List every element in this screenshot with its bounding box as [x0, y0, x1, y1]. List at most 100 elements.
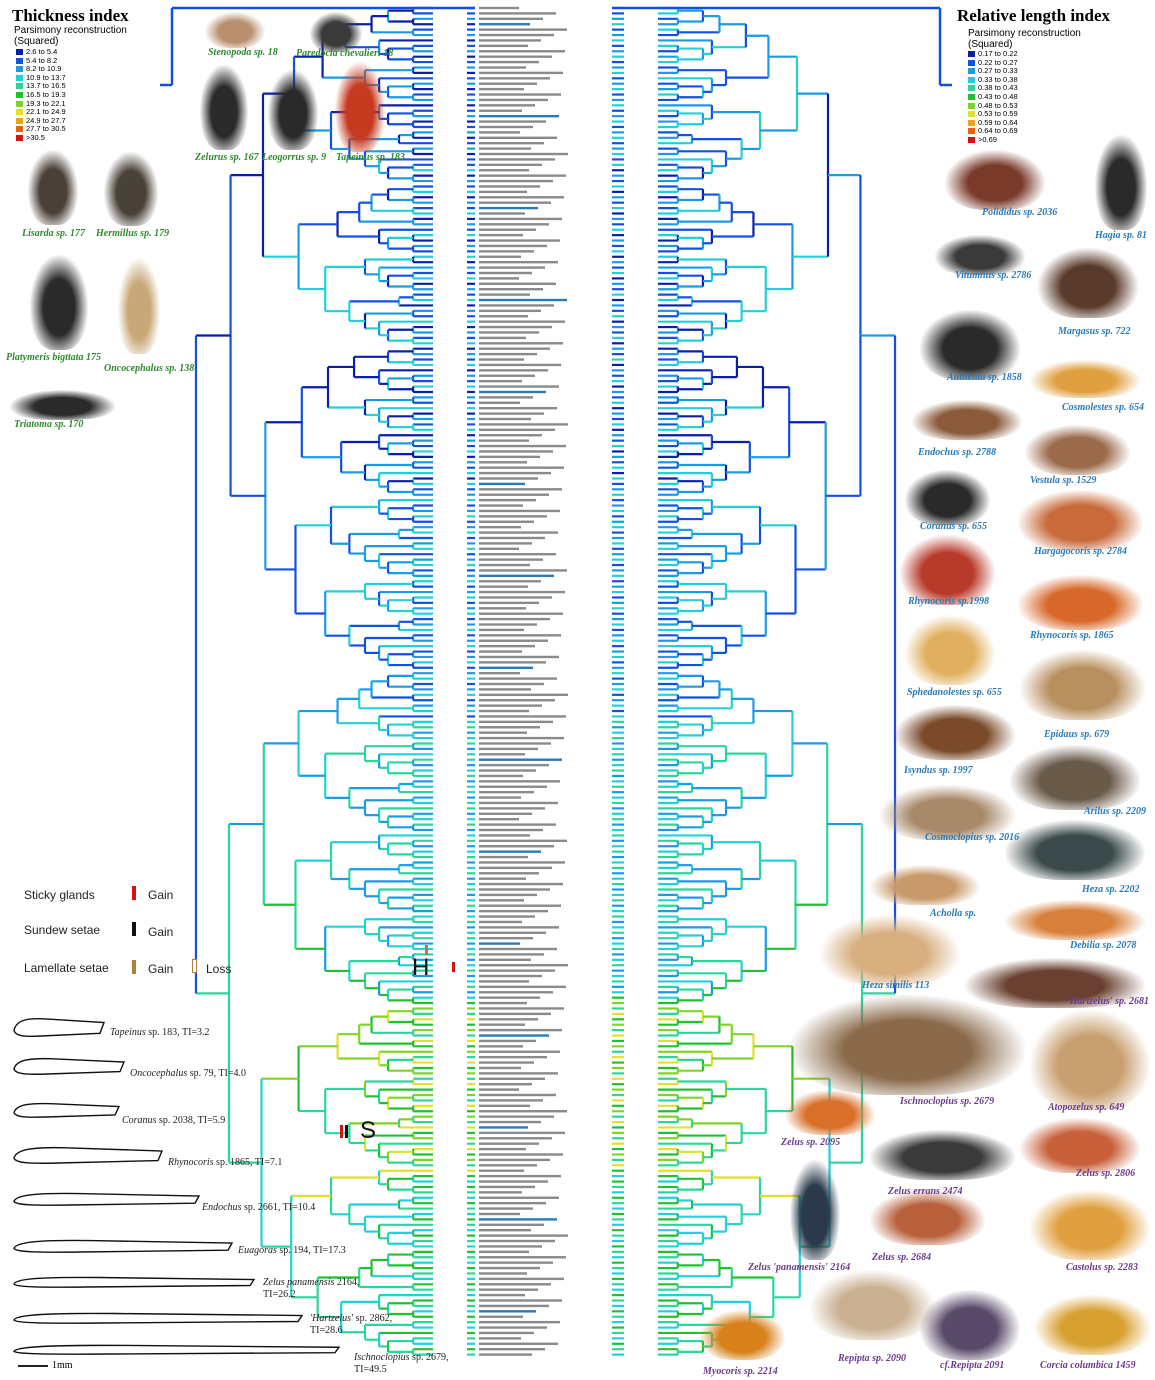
- tip-label-placeholder: [479, 585, 528, 587]
- lamellate-loss-label: Loss: [206, 962, 231, 976]
- tip-label-placeholder: [479, 645, 535, 647]
- tip-label-placeholder: [479, 953, 544, 955]
- specimen-photo: [200, 65, 248, 150]
- tip-label-placeholder: [479, 1024, 525, 1026]
- tip-label-placeholder: [479, 461, 527, 463]
- specimen-label: Myocoris sp. 2214: [703, 1366, 778, 1377]
- tip-label-placeholder: [479, 1056, 547, 1058]
- tip-label-placeholder: [479, 239, 560, 241]
- specimen-label: Isyndus sp. 1997: [904, 765, 973, 776]
- tip-label-placeholder: [479, 174, 566, 176]
- wing-caption-detail: sp. 2862,: [353, 1313, 392, 1324]
- tip-label-placeholder: [479, 980, 529, 982]
- specimen-label: Triatoma sp. 170: [14, 419, 83, 430]
- tip-label-placeholder: [479, 348, 550, 350]
- tip-label-placeholder: [479, 331, 539, 333]
- scale-bar-label: 1mm: [52, 1360, 73, 1371]
- tip-label-placeholder: [479, 986, 566, 988]
- tip-label-placeholder: [479, 1332, 534, 1334]
- tip-label-placeholder: [479, 558, 543, 560]
- specimen-photo: [1030, 360, 1140, 398]
- tip-label-placeholder: [479, 899, 524, 901]
- specimen-photo: [820, 915, 960, 985]
- sticky-gain-mark: [132, 886, 136, 900]
- tip-label-placeholder: [479, 1132, 565, 1134]
- tip-label-placeholder: [479, 1121, 541, 1123]
- tip-label-placeholder: [479, 494, 549, 496]
- specimen-label: cf.Repipta 2091: [940, 1360, 1004, 1371]
- wing-outline: [14, 1277, 254, 1287]
- tip-label-placeholder: [479, 564, 530, 566]
- sticky-glands-label: Sticky glands: [24, 888, 95, 902]
- tip-label-placeholder: [479, 277, 519, 279]
- tip-label-placeholder: [479, 223, 549, 225]
- tip-label-placeholder: [479, 791, 534, 793]
- tip-label-placeholder: [479, 326, 552, 328]
- specimen-label: Paredocla chevalieri 18: [296, 48, 393, 59]
- tip-label-placeholder: [479, 510, 560, 512]
- tip-label-placeholder: [479, 288, 543, 290]
- tip-label-placeholder: [479, 1202, 546, 1204]
- tip-label-placeholder: [479, 602, 539, 604]
- wing-outline: [14, 1313, 302, 1323]
- tip-label-placeholder: [479, 926, 559, 928]
- tip-label-placeholder: [479, 120, 546, 122]
- tip-label-placeholder: [479, 1278, 564, 1280]
- tip-label-placeholder: [479, 1148, 526, 1150]
- tip-label-placeholder: [479, 856, 528, 858]
- tip-label-placeholder: [479, 813, 532, 815]
- tip-label-placeholder: [479, 1088, 519, 1090]
- tip-label-placeholder: [479, 764, 549, 766]
- wing-outline: [14, 1345, 339, 1354]
- tip-label-placeholder: [479, 1142, 539, 1144]
- specimen-photo: [1095, 135, 1147, 230]
- wing-caption: Euagoras sp. 194, TI=17.3: [238, 1245, 346, 1257]
- tip-label-placeholder: [479, 969, 555, 971]
- tip-label-placeholder: [479, 704, 542, 706]
- tip-label-placeholder: [479, 769, 536, 771]
- specimen-photo: [1025, 425, 1130, 475]
- tip-label-placeholder: [479, 137, 557, 139]
- sticky-gland-gain-mark: [452, 962, 455, 972]
- tip-label-placeholder: [479, 537, 545, 539]
- specimen-photo: [1020, 650, 1145, 720]
- specimen-photo: [900, 535, 995, 605]
- wing-caption-detail: sp. 2038, TI=5.9: [156, 1115, 225, 1126]
- tip-label-placeholder: [479, 905, 561, 907]
- tip-label-placeholder: [479, 569, 567, 571]
- tip-label-placeholder: [479, 34, 554, 36]
- tip-label-placeholder: [479, 429, 555, 431]
- tip-label-placeholder: [479, 315, 528, 317]
- tip-label-placeholder: [479, 1305, 549, 1307]
- tip-label-placeholder: [479, 688, 531, 690]
- tip-label-placeholder: [479, 1283, 551, 1285]
- tip-label-placeholder: [479, 450, 553, 452]
- tip-label-placeholder: [479, 396, 533, 398]
- specimen-photo: [104, 152, 158, 226]
- tip-label-placeholder: [479, 883, 563, 885]
- specimen-photo: [935, 235, 1025, 275]
- tip-label-placeholder: [479, 93, 561, 95]
- tip-label-placeholder: [479, 488, 562, 490]
- tip-label-placeholder: [479, 1029, 562, 1031]
- tip-label-placeholder: [479, 840, 567, 842]
- tip-label-placeholder: [479, 55, 552, 57]
- specimen-photo: [870, 1190, 985, 1245]
- tip-label-placeholder: [479, 310, 541, 312]
- specimen-photo: [1030, 1010, 1150, 1110]
- specimen-photo: [335, 62, 385, 152]
- specimen-photo: [1030, 1190, 1150, 1260]
- lamellate-gain-mark: [132, 960, 136, 974]
- tip-label-placeholder: [479, 1207, 533, 1209]
- specimen-photo: [10, 390, 115, 420]
- tip-label-placeholder: [479, 1137, 552, 1139]
- tip-label-placeholder: [479, 88, 524, 90]
- specimen-photo: [905, 615, 995, 685]
- tip-label-placeholder: [479, 147, 531, 149]
- tip-label-placeholder: [479, 872, 539, 874]
- tip-label-placeholder: [479, 742, 551, 744]
- wing-caption-ti: TI=26.2: [263, 1289, 296, 1300]
- tip-label-placeholder: [479, 1316, 523, 1318]
- specimen-photo: [1010, 745, 1140, 810]
- specimen-photo: [700, 1310, 785, 1360]
